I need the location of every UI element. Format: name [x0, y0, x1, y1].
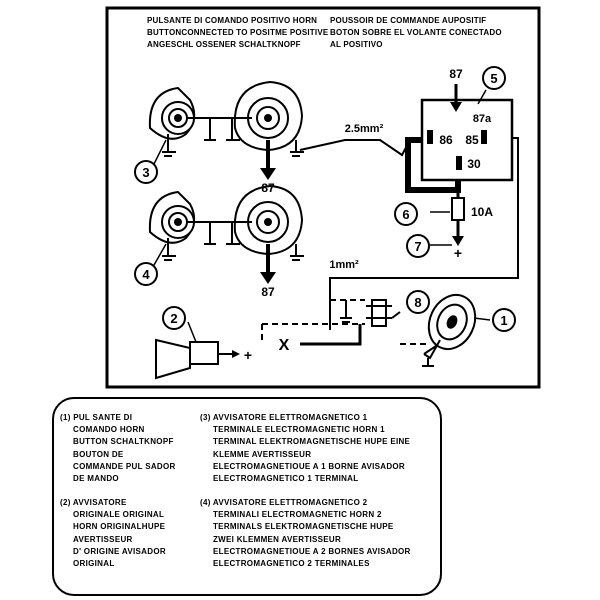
- legend-box: [52, 397, 442, 596]
- wire-relay-85: [329, 137, 519, 330]
- legend-line: HORN ORIGINALHUPE: [73, 522, 166, 532]
- legend-line: ORIGINAL: [73, 559, 115, 569]
- horn-1-87-label: 87: [261, 181, 275, 195]
- legend-line: ZWEI KLEMMEN AVERTISSEUR: [213, 534, 342, 544]
- wire-2-5mm-label: 2.5mm²: [345, 123, 384, 135]
- horn-plus-label: +: [244, 347, 252, 363]
- fuse-label: 10A: [471, 205, 493, 219]
- legend-line: TERMINALS ELEKTROMAGNETISCHE HUPE: [213, 522, 394, 532]
- legend-line: TERMINALE ELECTROMAGNETIC HORN 1: [213, 425, 385, 435]
- x-mark: X: [279, 337, 290, 354]
- horn-2-terminal: [148, 184, 304, 261]
- horn-2-87-label: 87: [261, 285, 275, 299]
- legend-line: ELECTROMAGNETIOUE A 1 BORNE AVISADOR: [213, 461, 405, 471]
- callout-2-label: 2: [170, 311, 177, 326]
- relay-86-label: 86: [439, 133, 453, 147]
- legend-line: BOUTON DE: [73, 449, 124, 459]
- relay-87-label: 87: [449, 67, 463, 81]
- callout-8: [406, 290, 430, 314]
- legend-item-4: (4) AVVISATORE ELETTROMAGNETICO 2 TERMIN…: [200, 497, 411, 570]
- callout-7: [406, 234, 430, 258]
- legend-item-num: (1): [60, 413, 71, 422]
- callout-5-label: 5: [490, 71, 497, 86]
- wire-relay-loop: [405, 137, 461, 193]
- header-right-line: BOTON SOBRE EL VOLANTE CONECTADO: [330, 28, 502, 37]
- callout-8-label: 8: [414, 295, 421, 310]
- relay-87a-label: 87a: [473, 113, 492, 125]
- legend-line: AVERTISSEUR: [73, 534, 133, 544]
- legend-line: DE MANDO: [73, 474, 119, 484]
- callout-5: [482, 66, 506, 90]
- header-right: POUSSOIR DE COMMANDE AUPOSITIF BOTON SOB…: [330, 15, 502, 51]
- callout-4-label: 4: [142, 267, 150, 282]
- diagram-frame: [105, 6, 541, 389]
- legend-item-num: (2): [60, 498, 71, 507]
- legend-line: BUTTON SCHALTKNOPF: [73, 437, 174, 447]
- relay-85-label: 85: [465, 133, 479, 147]
- legend-line: COMANDO HORN: [73, 425, 145, 435]
- fuse: [451, 197, 465, 221]
- legend-line: AVVISATORE: [72, 498, 127, 507]
- legend-line: ORIGINALE ORIGINAL: [73, 510, 165, 520]
- legend-line: ELECTROMAGNETICO 1 TERMINAL: [213, 474, 359, 484]
- switch-8: [366, 299, 401, 327]
- callout-1: [492, 308, 516, 332]
- legend-line: AVVISATORE ELETTROMAGNETICO 2: [212, 498, 368, 507]
- horn-1-arrowhead: [260, 168, 276, 180]
- horn-1-terminal: [148, 80, 304, 157]
- callout-3: [134, 160, 158, 184]
- header-left-line: PULSANTE DI COMANDO POSITIVO HORN: [147, 16, 318, 25]
- callout-6: [394, 202, 418, 226]
- callout-6-label: 6: [402, 207, 409, 222]
- horn-2-arrowhead: [260, 272, 276, 284]
- callout-1-label: 1: [500, 313, 507, 328]
- header-left-line: ANGESCHL OSSENER SCHALTKNOPF: [147, 40, 301, 49]
- wire-1mm-label: 1mm²: [329, 259, 359, 271]
- legend-line: D' ORIGINE AVISADOR: [73, 546, 166, 556]
- legend-line: TERMINAL ELEKTROMAGNETISCHE HUPE EINE: [213, 437, 411, 447]
- header-left-line: BUTTONCONNECTED TO POSITME POSITIVE: [147, 28, 329, 37]
- callout-4: [134, 262, 158, 286]
- header-right-line: POUSSOIR DE COMMANDE AUPOSITIF: [330, 16, 487, 25]
- legend-item-num: (3): [200, 413, 211, 422]
- legend-item-num: (4): [200, 498, 211, 507]
- legend-item-3: (3) AVVISATORE ELETTROMAGNETICO 1 TERMIN…: [200, 412, 410, 485]
- callout-2: [162, 306, 186, 330]
- original-horn: [155, 338, 240, 380]
- header-right-line: AL POSITIVO: [330, 40, 383, 49]
- legend-line: KLEMME AVERTISSEUR: [213, 449, 312, 459]
- legend-line: ELECTROMAGNETIOUE A 2 BORNES AVISADOR: [213, 546, 411, 556]
- fuse-plus-label: +: [454, 245, 462, 261]
- relay-30-label: 30: [467, 157, 481, 171]
- legend-line: AVVISATORE ELETTROMAGNETICO 1: [212, 413, 368, 422]
- callout-3-label: 3: [142, 165, 149, 180]
- legend-item-2: (2) AVVISATORE ORIGINALE ORIGINAL HORN O…: [60, 497, 166, 570]
- header-left: PULSANTE DI COMANDO POSITIVO HORN BUTTON…: [147, 15, 328, 51]
- legend-line: ELECTROMAGNETICO 2 TERMINALES: [213, 559, 370, 569]
- legend-item-1: (1) PUL SANTE DI COMANDO HORN BUTTON SCH…: [60, 412, 176, 485]
- relay-box: [420, 98, 514, 182]
- legend-line: PUL SANTE DI: [73, 413, 133, 422]
- legend-line: COMMANDE PUL SADOR: [73, 461, 176, 471]
- callout-7-label: 7: [414, 239, 421, 254]
- horn-button: [422, 293, 477, 367]
- legend-line: TERMINALI ELECTROMAGNETIC HORN 2: [213, 510, 382, 520]
